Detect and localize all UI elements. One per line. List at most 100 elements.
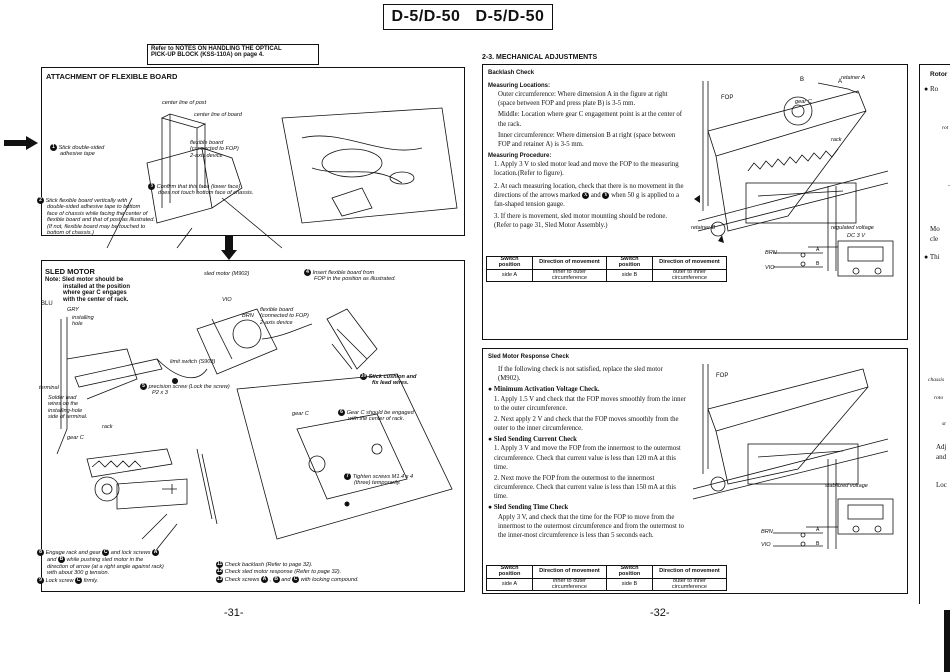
svg-text:A: A — [816, 247, 820, 253]
backlash-panel: Backlash Check Measuring Locations: Oute… — [482, 64, 908, 340]
label-tighten: 7 Tighten screws M1.4 x 4(three) tempora… — [344, 473, 413, 487]
backlash-body: Measuring Locations: Outer circumference… — [488, 83, 684, 230]
label-precision-screw: 5 precision screw (Lock the screw)P2 x 3 — [140, 383, 230, 397]
movement-table: Switch position Direction of movement Sw… — [486, 256, 728, 283]
label-gear-c: gear C — [795, 99, 812, 105]
label-rack: rack — [831, 137, 842, 143]
label-gry: GRY — [67, 307, 79, 313]
flex-board-drawing — [106, 107, 458, 249]
page-header: D-5/D-50 D-5/D-50 — [383, 4, 553, 30]
right-page-fragment: Rotor ● Ro rot – Mo cle ● Thi chassis ro… — [919, 64, 950, 604]
fragment-text: chassis — [928, 377, 945, 383]
header-left: D-5/D-50 — [391, 8, 461, 25]
table-cell: side A — [486, 577, 533, 592]
fragment-text: and — [936, 453, 947, 461]
table-header: Direction of movement — [531, 565, 607, 579]
sled-title: SLED MOTOR — [45, 267, 95, 276]
table-cell: inner to outer circumference — [531, 577, 607, 592]
notice-line1: Refer to NOTES ON HANDLING THE OPTICAL — [151, 46, 282, 52]
optical-notice: Refer to NOTES ON HANDLING THE OPTICAL P… — [147, 44, 319, 65]
label-engage: 8 Engage rack and gear C and lock screws… — [37, 549, 164, 584]
table-cell: inner to outer circumference — [531, 268, 607, 283]
svg-text:B: B — [816, 541, 820, 547]
label-retainer-b: retainer B — [691, 225, 716, 231]
sled-motor-drawing — [56, 308, 453, 550]
label-sled-motor: sled motor (M902) — [204, 271, 250, 277]
fragment-text: cle — [930, 235, 939, 243]
header-right: D-5/D-50 — [475, 8, 545, 25]
table-cell: side B — [605, 577, 653, 592]
label-brn-2: BRN — [761, 529, 773, 535]
fragment-text: Loc — [936, 481, 947, 489]
table-header: Switch position — [605, 256, 653, 270]
label-limit-switch: limit switch (S903) — [170, 359, 216, 365]
table-header: Switch position — [486, 565, 533, 579]
label-vio: VIO — [765, 265, 775, 271]
attachment-panel: ATTACHMENT OF FLEXIBLE BOARD center line… — [37, 67, 465, 249]
table-cell: side A — [486, 268, 533, 283]
label-retainer-a: retainer A — [841, 75, 866, 81]
table-header: Switch position — [486, 256, 533, 270]
svg-text:B: B — [800, 77, 804, 83]
label-vio-2: VIO — [761, 542, 771, 548]
fragment-text: Rotor — [930, 71, 948, 78]
sled-resp-body: If the following check is not satisfied,… — [488, 366, 686, 539]
label-fop-2: FOP — [716, 373, 729, 379]
fragment-text: st — [942, 421, 946, 427]
backlash-figure: A B A B — [694, 77, 894, 277]
page-number-left: -31- — [224, 607, 244, 619]
label-blu: BLU — [41, 301, 53, 307]
fragment-text: ● Thi — [924, 253, 940, 261]
label-stick-flex: 2 Stick flexible board vertically with d… — [37, 197, 155, 237]
label-flex-board: flexible board(connected to FOP)2-axis d… — [190, 140, 239, 159]
fragment-text: Mo — [930, 225, 940, 233]
pointer-arrow-icon — [4, 136, 38, 150]
label-stabilized: stabilized voltage — [825, 483, 868, 489]
binding-bar — [944, 610, 950, 672]
label-rack: rack — [102, 424, 113, 430]
table-header: Switch position — [605, 565, 653, 579]
label-gear-c-2: gear C — [292, 411, 309, 417]
attachment-title: ATTACHMENT OF FLEXIBLE BOARD — [46, 72, 178, 81]
label-brn: BRN — [242, 313, 254, 319]
down-arrow-icon — [221, 236, 237, 260]
label-center-post: center line of post — [162, 100, 207, 106]
table-cell: outer to inner circumference — [651, 577, 728, 592]
notice-line2: PICK-UP BLOCK (KSS-110A) on page 4. — [151, 52, 264, 58]
table-header: Direction of movement — [651, 565, 728, 579]
fragment-text: rot — [942, 125, 949, 131]
table-header: Direction of movement — [531, 256, 607, 270]
fragment-text: ● Ro — [924, 85, 939, 93]
page-number-right: -32- — [650, 607, 670, 619]
label-fop: FOP — [721, 95, 734, 101]
label-terminal: terminal — [39, 385, 59, 391]
label-regulated: regulated voltage — [831, 225, 874, 231]
movement-table-2: Switch position Direction of movement Sw… — [486, 565, 728, 592]
svg-text:A: A — [838, 79, 842, 85]
sled-resp-title: Sled Motor Response Check — [488, 354, 570, 360]
label-check: 11 Check backlash (Refer to page 32). 12… — [216, 561, 359, 583]
label-flex-board-2: flexible board(connected to FOP)2-axis d… — [260, 307, 309, 326]
section-title: 2-3. MECHANICAL ADJUSTMENTS — [482, 54, 598, 61]
label-center-board: center line of board — [194, 112, 242, 118]
response-figure: A B — [692, 364, 894, 549]
label-vio: VIO — [222, 297, 232, 303]
label-confirm: 3 Confirm that this face (lower face)doe… — [148, 183, 253, 197]
fragment-text: Adj — [936, 443, 947, 451]
label-brn: BRN — [765, 250, 777, 256]
sled-response-panel: Sled Motor Response Check If the followi… — [482, 348, 908, 594]
label-dc: DC 3 V — [847, 233, 866, 239]
backlash-title: Backlash Check — [488, 70, 535, 76]
table-cell: side B — [605, 268, 653, 283]
label-gear-c: gear C — [67, 435, 84, 441]
svg-text:B: B — [816, 261, 820, 267]
table-cell: outer to inner circumference — [651, 268, 728, 283]
